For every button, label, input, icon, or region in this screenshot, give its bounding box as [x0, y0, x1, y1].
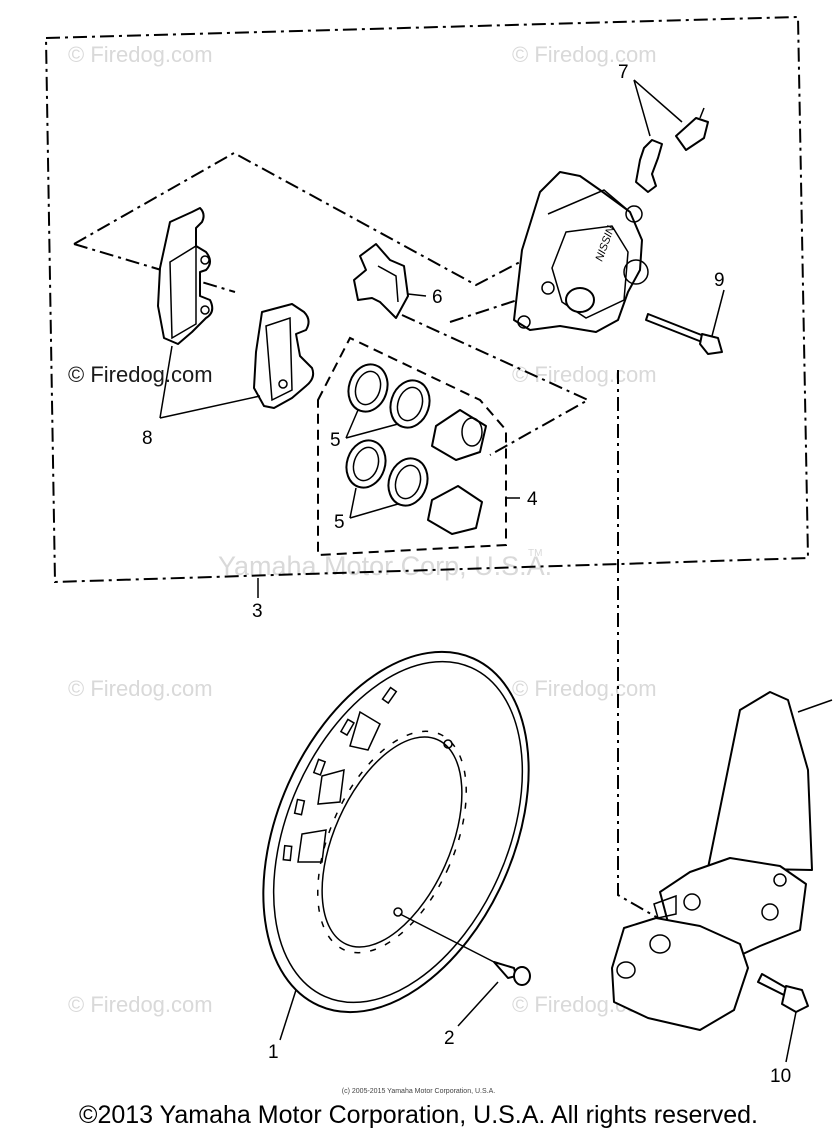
caliper-mount-bolt	[757, 973, 809, 1013]
watermark-firedog: © Firedog.com	[512, 362, 657, 387]
brake-disc	[262, 650, 530, 1014]
watermark-yamaha: Yamaha Motor Corp, U.S.A.	[218, 551, 552, 581]
callouts: 1 2 3 4 5 5 6 7 8 9 10	[142, 62, 791, 1087]
callout-10: 10	[770, 1066, 791, 1087]
watermarks: © Firedog.com © Firedog.com © Firedog.co…	[68, 42, 657, 1017]
watermark-firedog: © Firedog.com	[512, 42, 657, 67]
watermark-firedog: © Firedog.com	[68, 362, 213, 387]
watermark-firedog: © Firedog.com	[68, 676, 213, 701]
callout-5a: 5	[330, 430, 341, 451]
brake-pad-outer	[157, 207, 214, 345]
watermark-tm: TM	[528, 548, 542, 559]
piston-seals	[345, 363, 431, 507]
callout-9: 9	[714, 270, 725, 291]
caliper-bolt	[645, 313, 723, 355]
leader-8	[159, 345, 261, 419]
leader-5a	[345, 409, 399, 439]
watermark-firedog: © Firedog.com	[512, 676, 657, 701]
watermark-firedog: © Firedog.com	[68, 992, 213, 1017]
pistons	[427, 409, 487, 535]
callout-3: 3	[252, 601, 263, 622]
callout-1: 1	[268, 1042, 279, 1063]
callout-5b: 5	[334, 512, 345, 533]
footer-copyright: ©2013 Yamaha Motor Corporation, U.S.A. A…	[79, 1101, 758, 1129]
assembly-guide-lines	[73, 151, 659, 919]
callout-6: 6	[432, 287, 443, 308]
caliper-body: NISSIN	[513, 171, 649, 333]
leader-disc-bolt-hole	[399, 913, 495, 963]
leader-6	[407, 293, 427, 297]
callout-2: 2	[444, 1028, 455, 1049]
brake-pad-inner	[253, 303, 315, 409]
callout-4: 4	[527, 489, 538, 510]
callout-8: 8	[142, 428, 153, 449]
leader-7	[633, 79, 683, 137]
leader-2	[457, 981, 499, 1027]
watermark-firedog: © Firedog.com	[68, 42, 213, 67]
leader-1	[279, 989, 297, 1041]
callout-7: 7	[618, 62, 629, 83]
leader-5b	[349, 487, 399, 519]
pad-spring	[353, 243, 409, 319]
bleed-screw	[635, 107, 709, 193]
seal-kit-boundary	[317, 336, 507, 557]
fork-leg	[611, 691, 833, 1031]
leader-9	[711, 289, 725, 337]
leader-10	[785, 1011, 797, 1063]
disc-bolt	[493, 961, 531, 986]
footer-small-copyright: (c) 2005-2015 Yamaha Motor Corporation, …	[341, 1088, 496, 1095]
